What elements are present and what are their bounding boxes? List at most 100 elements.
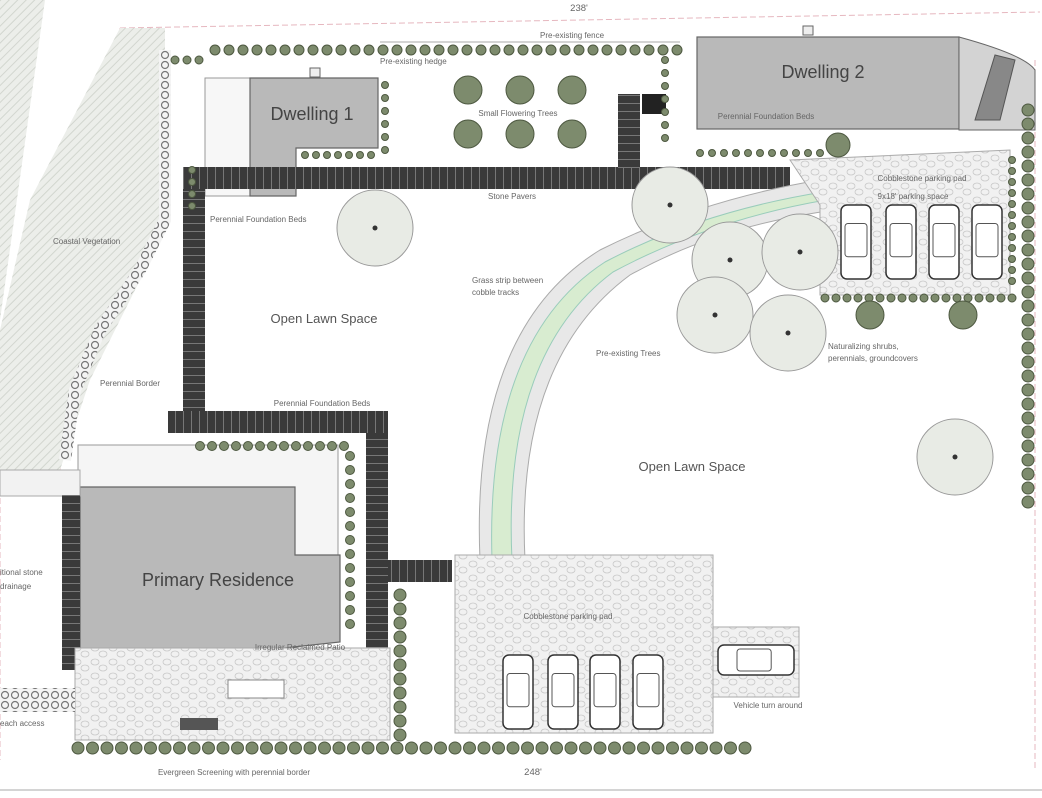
shrub bbox=[393, 588, 407, 602]
shrub bbox=[245, 741, 259, 755]
shrub bbox=[475, 44, 487, 56]
shrub bbox=[251, 44, 263, 56]
shrub bbox=[587, 44, 599, 56]
shrub bbox=[393, 714, 407, 728]
small-flowering-trees bbox=[453, 75, 587, 149]
shrub bbox=[820, 293, 830, 303]
shrub bbox=[517, 44, 529, 56]
shrub bbox=[461, 44, 473, 56]
shrub bbox=[144, 741, 157, 755]
patio-bench bbox=[180, 718, 218, 730]
primary-residence-walk bbox=[0, 469, 81, 497]
shrub bbox=[804, 149, 812, 157]
evergreen-screening-label: Evergreen Screening with perennial borde… bbox=[158, 768, 310, 777]
shrub bbox=[393, 700, 407, 714]
dwelling1-building bbox=[249, 77, 379, 197]
shrub bbox=[1021, 243, 1035, 257]
shrub bbox=[661, 95, 669, 103]
shrub bbox=[853, 293, 863, 303]
shrub bbox=[695, 741, 708, 755]
perennial-foundation-beds-d2-label: Perennial Foundation Beds bbox=[718, 112, 815, 121]
shrub bbox=[321, 44, 333, 56]
shrub bbox=[393, 644, 407, 658]
shrub bbox=[158, 741, 172, 755]
shrub bbox=[477, 741, 491, 755]
shrub bbox=[919, 293, 929, 303]
shrub bbox=[1021, 159, 1035, 173]
dwelling2-steps bbox=[974, 54, 1016, 121]
shrub bbox=[855, 300, 885, 330]
shrub bbox=[930, 293, 940, 303]
shrub bbox=[345, 591, 355, 601]
car bbox=[502, 654, 534, 730]
shrub bbox=[345, 493, 355, 503]
shrub bbox=[1021, 131, 1035, 145]
shrub bbox=[545, 44, 557, 56]
car bbox=[717, 644, 795, 676]
shrub bbox=[231, 441, 241, 451]
shrub bbox=[1021, 481, 1035, 495]
shrub bbox=[535, 741, 549, 755]
shrub bbox=[345, 619, 355, 629]
shrub bbox=[886, 293, 896, 303]
dwelling2-entry-pad bbox=[642, 94, 666, 114]
shrub bbox=[661, 82, 669, 90]
shrub bbox=[188, 190, 196, 198]
pre-existing-hedge bbox=[209, 44, 683, 56]
patio-table bbox=[227, 679, 285, 699]
shrub bbox=[318, 741, 331, 755]
car bbox=[885, 204, 917, 280]
stone-pavers-connector bbox=[388, 560, 452, 582]
shrub bbox=[492, 741, 505, 755]
shrub bbox=[1021, 341, 1035, 355]
shrub bbox=[349, 44, 361, 56]
shrub bbox=[1021, 201, 1035, 215]
shrub bbox=[1021, 257, 1035, 271]
shrub bbox=[1008, 255, 1016, 263]
shrub bbox=[1008, 200, 1016, 208]
shrub bbox=[1021, 271, 1035, 285]
stone-pavers-label: Stone Pavers bbox=[488, 192, 536, 201]
shrub bbox=[339, 441, 349, 451]
shrub bbox=[661, 134, 669, 142]
car bbox=[632, 654, 664, 730]
shrub bbox=[86, 741, 99, 755]
evergreen-screening bbox=[71, 55, 1035, 755]
shrub bbox=[608, 741, 621, 755]
shrub bbox=[209, 44, 221, 56]
shrub bbox=[792, 149, 800, 157]
shrub bbox=[505, 119, 535, 149]
shrub bbox=[307, 44, 319, 56]
shrub bbox=[223, 44, 235, 56]
shrub bbox=[637, 741, 650, 755]
cobblestone-pad-top-label: Cobblestone parking pad bbox=[878, 174, 967, 183]
shrub bbox=[71, 741, 85, 755]
perennial-border-label: Perennial Border bbox=[100, 379, 160, 388]
open-lawn-label-2: Open Lawn Space bbox=[639, 459, 746, 474]
cobblestone-pad-bottom-label: Cobblestone parking pad bbox=[524, 612, 613, 621]
shrub bbox=[489, 44, 501, 56]
stone-pavers-left bbox=[183, 189, 205, 411]
shrub bbox=[434, 741, 447, 755]
shrub bbox=[237, 44, 249, 56]
shrub bbox=[564, 741, 578, 755]
parking-space-label: 9x18' parking space bbox=[878, 192, 949, 201]
shrub bbox=[345, 563, 355, 573]
shrub bbox=[363, 44, 375, 56]
shrub bbox=[332, 741, 346, 755]
shrub bbox=[1021, 383, 1035, 397]
pre-existing-hedge-label: Pre-existing hedge bbox=[380, 57, 447, 66]
shrub bbox=[291, 441, 301, 451]
shrub bbox=[453, 119, 483, 149]
dim-top: 238' bbox=[570, 3, 588, 14]
shrub bbox=[724, 741, 737, 755]
shrub bbox=[463, 741, 476, 755]
shrub bbox=[1008, 167, 1016, 175]
stone-pavers-pr-right bbox=[366, 433, 388, 655]
shrub bbox=[345, 479, 355, 489]
shrub bbox=[831, 293, 841, 303]
shrub bbox=[376, 741, 389, 755]
shrub bbox=[601, 44, 613, 56]
shrub bbox=[593, 741, 607, 755]
